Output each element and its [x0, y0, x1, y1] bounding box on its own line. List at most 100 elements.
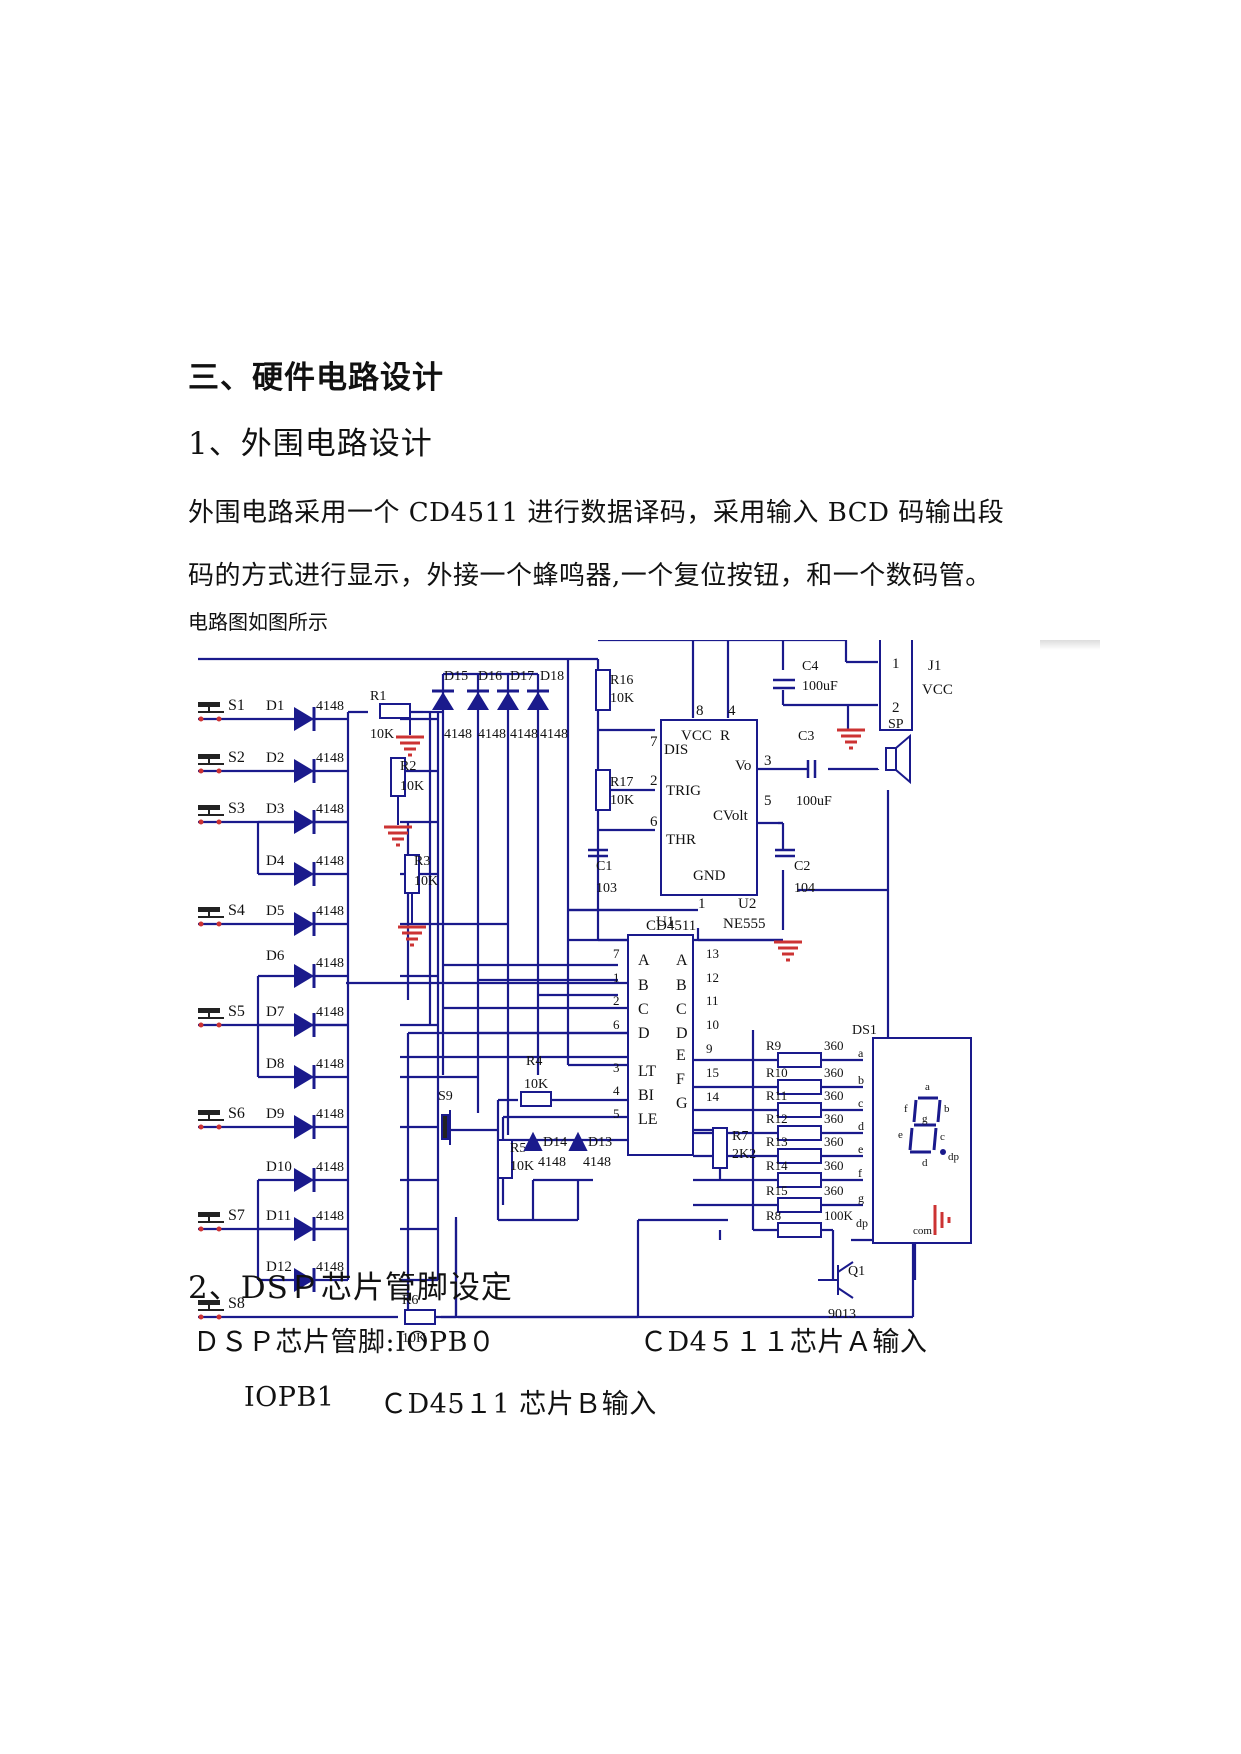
display-com-label: com [913, 1225, 932, 1237]
label-d8: D8 [266, 1056, 284, 1072]
paragraph-line-2: 码的方式进行显示，外接一个蜂鸣器,一个复位按钮，和一个数码管。 [188, 561, 992, 591]
ds1-pin-a: a [858, 1046, 864, 1060]
label-s2: S2 [228, 749, 245, 766]
label-d18: D18 [540, 669, 564, 684]
label-d11: D11 [266, 1208, 291, 1224]
label-d13-type: 4148 [583, 1155, 611, 1170]
cd4511-right-e: E [676, 1047, 686, 1064]
label-d9-type: 4148 [316, 1107, 344, 1122]
label-c2: C2 [794, 859, 810, 874]
label-d12-type: 4148 [316, 1260, 344, 1275]
label-d18-type: 4148 [540, 727, 568, 742]
label-d1-type: 4148 [316, 699, 344, 714]
label-d6-type: 4148 [316, 956, 344, 971]
cd4511-chip [627, 934, 694, 1156]
label-u2: U2 [738, 896, 756, 912]
label-d2: D2 [266, 750, 284, 766]
cd4511-left-d: D [638, 1025, 650, 1042]
label-sp: SP [888, 717, 904, 732]
label-r16-value: 10K [610, 691, 634, 706]
label-d7-type: 4148 [316, 1005, 344, 1020]
cd4511-left-b: B [638, 977, 649, 994]
resistor-r6 [404, 1309, 436, 1325]
label-c2-value: 104 [794, 881, 815, 896]
label-r15: R15 [766, 1183, 788, 1198]
ne555-pin-2: 2 [650, 773, 658, 789]
label-r11-value: 360 [824, 1088, 844, 1103]
seg-label-f: f [904, 1103, 908, 1115]
ne555-pin-trig: TRIG [666, 783, 701, 799]
label-c4: C4 [802, 659, 818, 674]
seg-label-c: c [940, 1131, 945, 1143]
label-ds1: DS1 [852, 1023, 877, 1038]
label-d12: D12 [266, 1259, 292, 1275]
label-r3: R3 [414, 854, 430, 869]
scan-shadow [1040, 640, 1100, 650]
cd4511-pin-num-1: 1 [613, 970, 620, 985]
cd4511-right-g: G [676, 1095, 688, 1112]
ds1-pin-c: c [858, 1096, 863, 1110]
paragraph-line-1: 外围电路采用一个 CD4511 进行数据译码，采用输入 BCD 码输出段 [188, 498, 1005, 528]
label-d16-type: 4148 [478, 727, 506, 742]
seg-label-d: d [922, 1157, 928, 1169]
seg-label-b: b [944, 1103, 950, 1115]
subsection-heading-1: 1、外围电路设计 [188, 426, 433, 462]
label-c4-value: 100uF [802, 679, 838, 694]
speaker-symbol [885, 733, 911, 785]
ds1-pin-b: b [858, 1073, 864, 1087]
top-diode-bank [430, 689, 551, 712]
resistor-r16 [595, 669, 611, 711]
seg-label-e: e [898, 1129, 903, 1141]
seven-segment-display [872, 1037, 972, 1244]
label-r5: R5 [510, 1141, 526, 1156]
ne555-pin-6: 6 [650, 814, 658, 830]
label-d3: D3 [266, 801, 284, 817]
j1-pin2: 2 [892, 700, 900, 716]
ds1-pin-dp: dp [856, 1216, 868, 1230]
pin-row1-left: ＤＳＰ芯片管脚:IOPB０ [193, 1327, 496, 1358]
label-r9: R9 [766, 1038, 781, 1053]
transistor-q1 [818, 1261, 854, 1299]
ne555-chip [660, 719, 758, 896]
label-d15: D15 [444, 669, 468, 684]
ne555-pin-4: 4 [728, 703, 736, 719]
cd4511-pin-num-14: 14 [706, 1089, 720, 1104]
label-c1: C1 [596, 859, 612, 874]
cd4511-pin-num-3: 3 [613, 1060, 620, 1075]
label-d13: D13 [588, 1135, 612, 1150]
label-d10-type: 4148 [316, 1160, 344, 1175]
circuit-diagram: S1 S2 S3 S4 S5 S6 S7 S8 D1 D2 D3 [198, 640, 972, 1346]
resistor-r7 [712, 1127, 728, 1169]
ds1-pin-f: f [858, 1166, 862, 1180]
label-d5: D5 [266, 903, 284, 919]
label-s9: S9 [438, 1089, 453, 1104]
ds1-pin-e: e [858, 1142, 863, 1156]
figure-caption: 电路图如图所示 [188, 610, 328, 634]
ds1-pin-d: d [858, 1119, 864, 1133]
label-r13: R13 [766, 1134, 788, 1149]
label-r16: R16 [610, 673, 633, 688]
label-d15-type: 4148 [444, 727, 472, 742]
label-r12: R12 [766, 1111, 788, 1126]
resistor-r4 [520, 1091, 552, 1107]
subsection-heading-2: 2、DSＰ芯片管脚设定 [188, 1270, 513, 1306]
label-r17: R17 [610, 775, 633, 790]
label-d8-type: 4148 [316, 1057, 344, 1072]
cd4511-left-c: C [638, 1001, 649, 1018]
label-j1-vcc: VCC [922, 682, 953, 698]
cd4511-right-a: A [676, 952, 688, 969]
ne555-pin-dis: DIS [664, 742, 688, 758]
cd4511-left-bi: BI [638, 1087, 654, 1104]
label-d14-type: 4148 [538, 1155, 566, 1170]
cd4511-left-le: LE [638, 1111, 658, 1128]
label-d4: D4 [266, 853, 285, 869]
resistor-r17 [595, 769, 611, 811]
label-r11: R11 [766, 1088, 787, 1103]
cd4511-pin-num-12: 12 [706, 970, 719, 985]
label-c1-value: 103 [596, 881, 617, 896]
label-d10: D10 [266, 1159, 292, 1175]
seg-label-dp: dp [948, 1151, 960, 1163]
label-r17-value: 10K [610, 793, 634, 808]
ne555-pin-vcc: VCC [681, 728, 712, 744]
